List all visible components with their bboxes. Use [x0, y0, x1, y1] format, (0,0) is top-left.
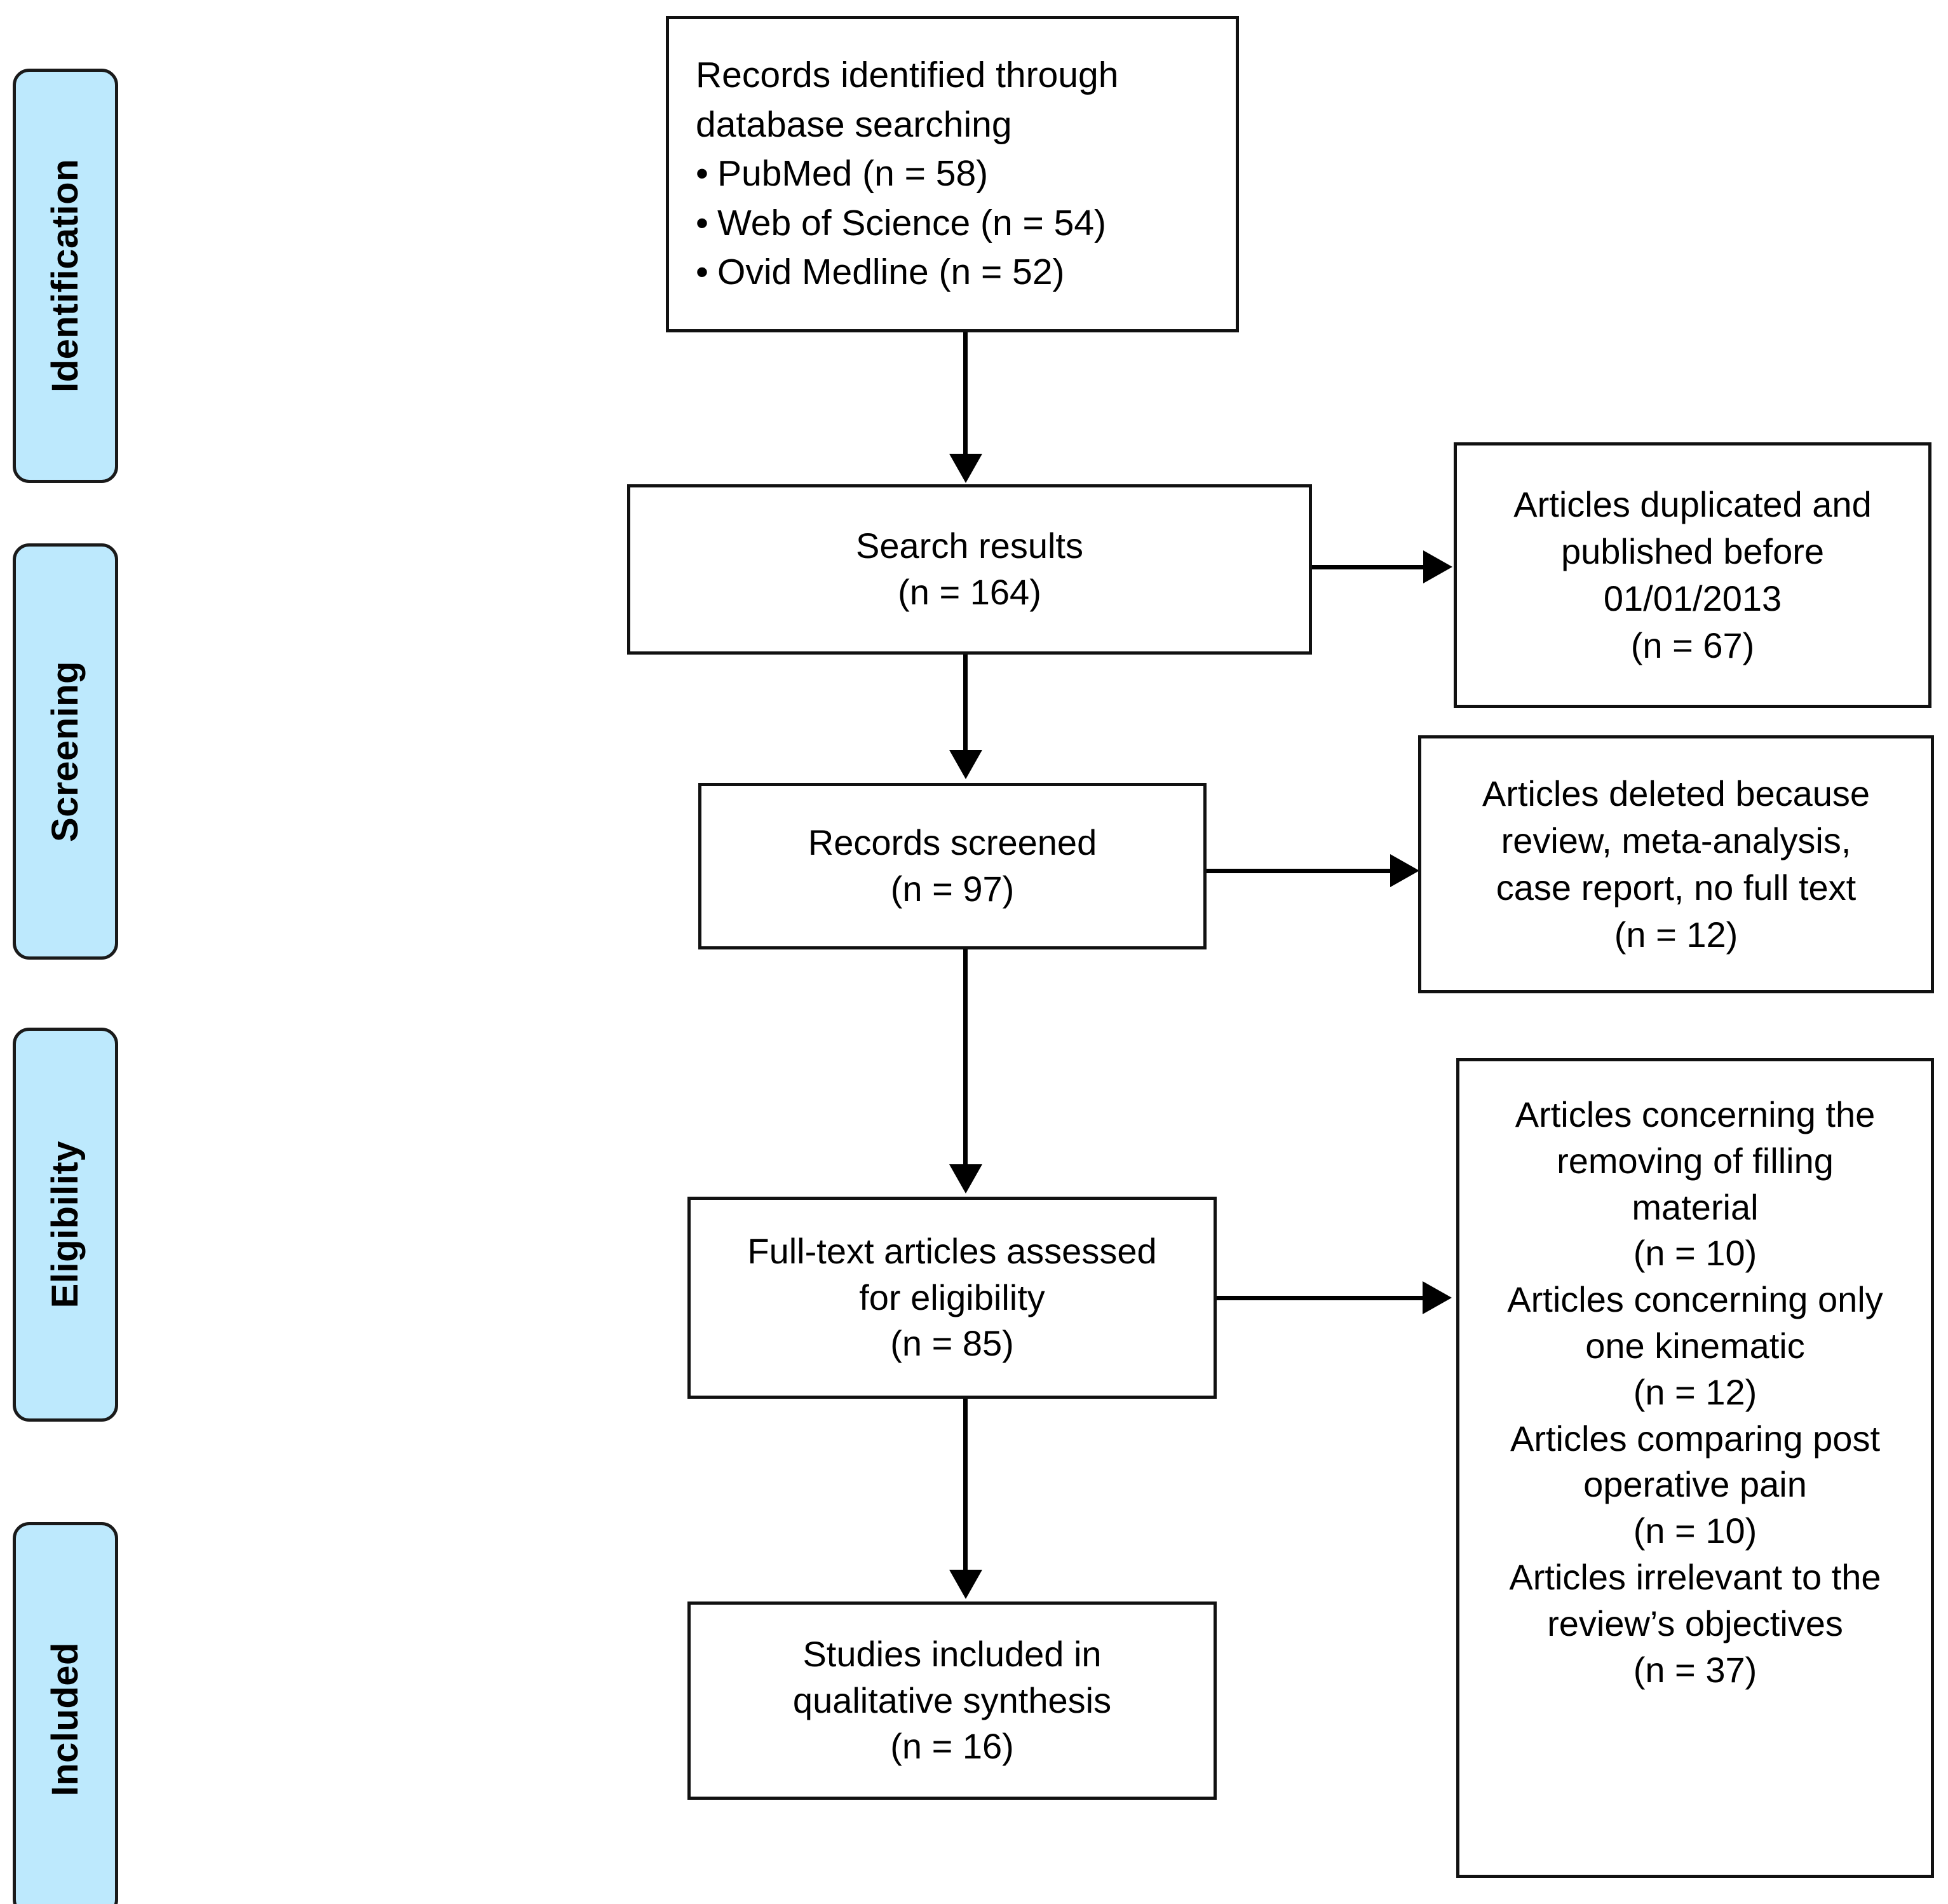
box-studies-included: Studies included in qualitative synthesi…: [687, 1601, 1217, 1800]
duplicates-count: (n = 67): [1630, 625, 1755, 665]
source-item-web-of-science: • Web of Science (n = 54): [696, 199, 1106, 248]
source-label-ovid-medline: Ovid Medline (n = 52): [717, 252, 1065, 293]
records-identified-heading-line2: database searching: [696, 104, 1012, 145]
exclusion-3-count: (n = 10): [1633, 1511, 1757, 1551]
search-results-count: (n = 164): [898, 572, 1041, 612]
search-results-label: Search results: [856, 526, 1083, 566]
connector-search-results-to-duplicates: [1312, 565, 1430, 569]
source-item-pubmed: • PubMed (n = 58): [696, 149, 988, 199]
records-screened-count: (n = 97): [890, 869, 1015, 909]
arrow-right-icon: [1423, 1281, 1452, 1314]
stage-label-identification: Identification: [44, 159, 86, 393]
exclusion-1-line-1: Articles concerning the: [1515, 1094, 1876, 1134]
included-studies-count: (n = 16): [890, 1726, 1014, 1767]
stage-pill-eligibility: Eligibility: [13, 1028, 118, 1422]
stage-label-included: Included: [44, 1642, 86, 1797]
exclusion-1-count: (n = 10): [1633, 1233, 1757, 1274]
deleted-line-2: review, meta-analysis,: [1501, 820, 1851, 861]
stage-pill-included: Included: [13, 1522, 118, 1904]
exclusion-reason-post-operative-pain: Articles comparing post operative pain (…: [1510, 1416, 1880, 1554]
connector-full-text-to-included-studies: [963, 1399, 968, 1574]
arrow-down-icon: [949, 454, 982, 483]
deleted-line-1: Articles deleted because: [1482, 773, 1870, 814]
full-text-line-2: for eligibility: [859, 1277, 1045, 1317]
exclusion-reason-irrelevant-to-objectives: Articles irrelevant to the review’s obje…: [1509, 1554, 1881, 1693]
arrow-down-icon: [949, 1164, 982, 1193]
deleted-line-3: case report, no full text: [1496, 867, 1857, 908]
source-label-web-of-science: Web of Science (n = 54): [717, 202, 1107, 243]
bullet-icon: •: [696, 252, 708, 293]
arrow-down-icon: [949, 1570, 982, 1599]
included-studies-line-1: Studies included in: [802, 1633, 1102, 1674]
duplicates-line-2: published before: [1560, 531, 1825, 572]
source-label-pubmed: PubMed (n = 58): [717, 153, 989, 194]
deleted-count: (n = 12): [1614, 914, 1738, 955]
exclusion-4-line-1: Articles irrelevant to the: [1509, 1556, 1881, 1597]
connector-records-screened-to-deleted: [1207, 869, 1397, 873]
records-identified-heading-line1: Records identified through: [696, 55, 1119, 96]
box-search-results: Search results (n = 164): [627, 484, 1312, 655]
duplicates-line-1: Articles duplicated and: [1513, 484, 1872, 525]
records-screened-label: Records screened: [808, 822, 1097, 863]
box-records-screened: Records screened (n = 97): [698, 783, 1207, 949]
box-exclusion-reasons: Articles concerning the removing of fill…: [1456, 1058, 1934, 1878]
connector-records-screened-to-full-text: [963, 949, 968, 1169]
source-item-ovid-medline: • Ovid Medline (n = 52): [696, 248, 1065, 297]
bullet-icon: •: [696, 202, 708, 243]
exclusion-2-line-1: Articles concerning only: [1507, 1279, 1883, 1320]
exclusion-1-line-2: removing of filling: [1557, 1140, 1834, 1181]
box-records-identified: Records identified through database sear…: [666, 16, 1239, 332]
connector-full-text-to-exclusions: [1217, 1296, 1426, 1300]
arrow-right-icon: [1423, 550, 1452, 583]
full-text-count: (n = 85): [890, 1323, 1014, 1364]
full-text-line-1: Full-text articles assessed: [747, 1230, 1157, 1271]
arrow-right-icon: [1390, 854, 1419, 887]
exclusion-2-line-2: one kinematic: [1585, 1325, 1805, 1366]
box-full-text-assessed: Full-text articles assessed for eligibil…: [687, 1197, 1217, 1399]
included-studies-line-2: qualitative synthesis: [792, 1680, 1112, 1720]
exclusion-1-line-3: material: [1632, 1187, 1759, 1227]
exclusion-reason-removing-filling-material: Articles concerning the removing of fill…: [1515, 1092, 1876, 1277]
arrow-down-icon: [949, 750, 982, 779]
stage-pill-screening: Screening: [13, 543, 118, 960]
duplicates-line-3: 01/01/2013: [1603, 578, 1782, 618]
connector-search-results-to-records-screened: [963, 655, 968, 756]
exclusion-3-line-2: operative pain: [1583, 1464, 1807, 1505]
exclusion-2-count: (n = 12): [1633, 1371, 1757, 1412]
exclusion-reason-one-kinematic: Articles concerning only one kinematic (…: [1507, 1277, 1883, 1415]
exclusion-3-line-1: Articles comparing post: [1510, 1418, 1880, 1459]
stage-label-screening: Screening: [44, 661, 86, 842]
bullet-icon: •: [696, 153, 708, 194]
box-articles-deleted: Articles deleted because review, meta-an…: [1418, 735, 1934, 993]
exclusion-4-count: (n = 37): [1633, 1649, 1757, 1690]
stage-label-eligibility: Eligibility: [44, 1141, 86, 1309]
connector-identified-to-search-results: [963, 332, 968, 463]
stage-pill-identification: Identification: [13, 69, 118, 483]
box-articles-duplicated: Articles duplicated and published before…: [1454, 442, 1931, 708]
exclusion-4-line-2: review’s objectives: [1547, 1603, 1843, 1643]
